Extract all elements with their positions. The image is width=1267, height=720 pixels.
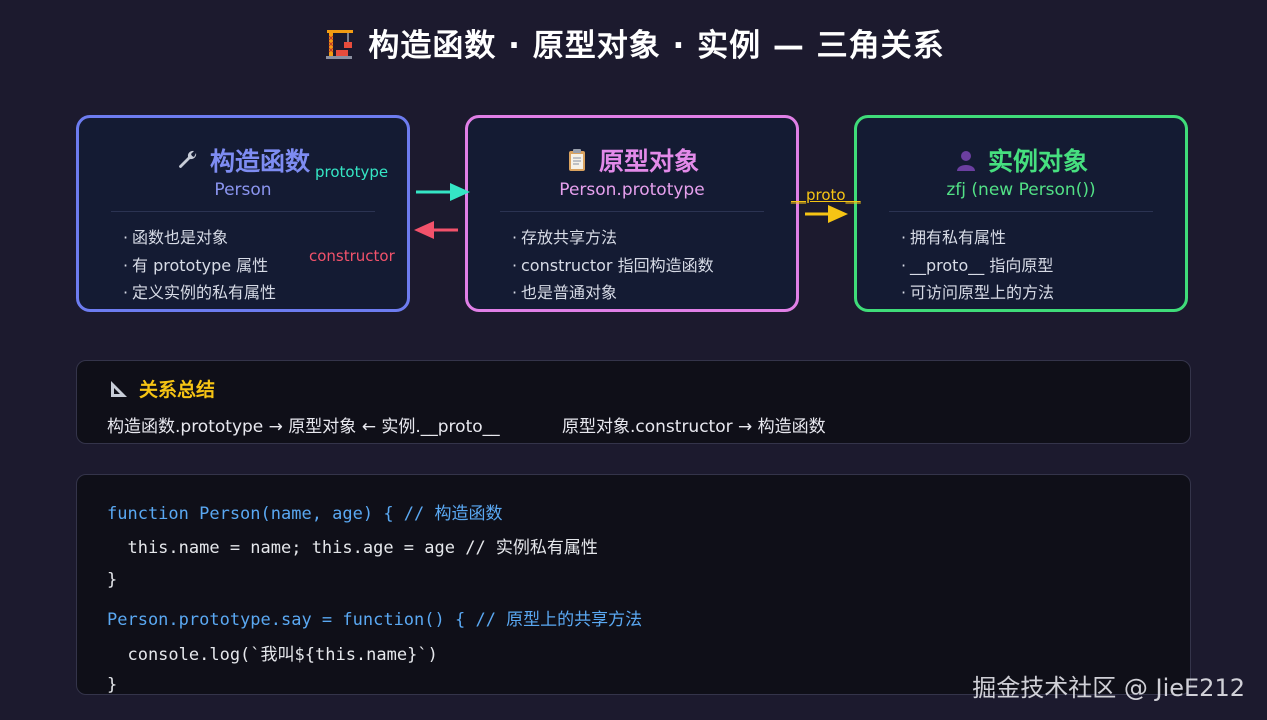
prototype-box: 原型对象 Person.prototype ·存放共享方法 ·construct… xyxy=(465,115,799,312)
code-line-5: console.log(`我叫${this.name}`) xyxy=(107,645,438,665)
list-item-text: 拥有私有属性 xyxy=(910,228,1007,247)
construction-crane-icon xyxy=(326,30,354,59)
code-line-3: } xyxy=(107,570,118,590)
list-item-text: __proto__ 指向原型 xyxy=(910,255,1054,275)
list-item: ·存放共享方法 xyxy=(512,228,618,247)
user-icon xyxy=(956,151,975,171)
divider xyxy=(111,211,375,212)
constructor-subtitle: Person xyxy=(214,180,272,200)
instance-title: 实例对象 xyxy=(857,142,1185,178)
page-title: 构造函数 · 原型对象 · 实例 — 三角关系 xyxy=(0,20,1267,64)
prototype-title-text: 原型对象 xyxy=(598,147,699,176)
proto-arrow-label: __proto__ xyxy=(791,186,861,204)
clipboard-icon xyxy=(568,149,585,171)
constructor-title-text: 构造函数 xyxy=(209,147,310,176)
prototype-subtitle: Person.prototype xyxy=(559,180,705,200)
prototype-title: 原型对象 xyxy=(468,142,796,178)
code-block: function Person(name, age) { // 构造函数 thi… xyxy=(76,474,1191,695)
list-item: ·也是普通对象 xyxy=(512,283,618,302)
list-item: ·可访问原型上的方法 xyxy=(901,283,1055,302)
list-item-text: 有 prototype 属性 xyxy=(132,255,269,275)
constructor-arrow-label: constructor xyxy=(309,247,395,265)
prototype-list: ·存放共享方法 ·constructor 指回构造函数 ·也是普通对象 xyxy=(512,224,714,307)
instance-subtitle: zfj (new Person()) xyxy=(946,180,1096,200)
summary-panel: 关系总结 构造函数.prototype → 原型对象 ← 实例.__proto_… xyxy=(76,360,1191,444)
watermark: 掘金技术社区 @ JieE212 xyxy=(972,674,1245,702)
triangle-ruler-icon xyxy=(111,381,127,397)
summary-line-2: 原型对象.constructor → 构造函数 xyxy=(562,417,826,437)
list-item-text: 函数也是对象 xyxy=(132,228,229,247)
proto-arrow xyxy=(805,205,848,223)
prototype-arrow-label: prototype xyxy=(315,163,389,181)
list-item-text: 存放共享方法 xyxy=(521,228,618,247)
instance-list: ·拥有私有属性 ·__proto__ 指向原型 ·可访问原型上的方法 xyxy=(901,224,1054,307)
code-line-4: Person.prototype.say = function() { // 原… xyxy=(107,610,643,630)
list-item: ·拥有私有属性 xyxy=(901,228,1007,247)
title-text: 构造函数 · 原型对象 · 实例 — 三角关系 xyxy=(368,28,945,64)
constructor-list: ·函数也是对象 ·有 prototype 属性 ·定义实例的私有属性 xyxy=(123,224,276,307)
summary-title-text: 关系总结 xyxy=(139,379,216,401)
list-item: ·constructor 指回构造函数 xyxy=(512,255,714,275)
constructor-box: 构造函数 Person ·函数也是对象 ·有 prototype 属性 ·定义实… xyxy=(76,115,410,312)
summary-title: 关系总结 xyxy=(109,375,215,402)
code-line-6: } xyxy=(107,675,118,695)
summary-line-1: 构造函数.prototype → 原型对象 ← 实例.__proto__ xyxy=(107,417,500,437)
list-item-text: 可访问原型上的方法 xyxy=(910,283,1055,302)
wrench-icon xyxy=(178,150,197,168)
instance-title-text: 实例对象 xyxy=(987,147,1088,176)
code-line-2: this.name = name; this.age = age // 实例私有… xyxy=(107,538,598,558)
prototype-arrow xyxy=(416,183,470,201)
code-line-1: function Person(name, age) { // 构造函数 xyxy=(107,504,503,524)
list-item-text: constructor 指回构造函数 xyxy=(521,255,714,275)
constructor-arrow xyxy=(414,221,458,239)
list-item: ·有 prototype 属性 xyxy=(123,255,269,275)
constructor-title: 构造函数 xyxy=(79,142,407,178)
list-item: ·定义实例的私有属性 xyxy=(123,283,277,302)
divider xyxy=(889,211,1153,212)
instance-box: 实例对象 zfj (new Person()) ·拥有私有属性 ·__proto… xyxy=(854,115,1188,312)
list-item: ·函数也是对象 xyxy=(123,228,229,247)
list-item-text: 定义实例的私有属性 xyxy=(132,283,277,302)
divider xyxy=(500,211,764,212)
list-item: ·__proto__ 指向原型 xyxy=(901,255,1054,275)
list-item-text: 也是普通对象 xyxy=(521,283,618,302)
